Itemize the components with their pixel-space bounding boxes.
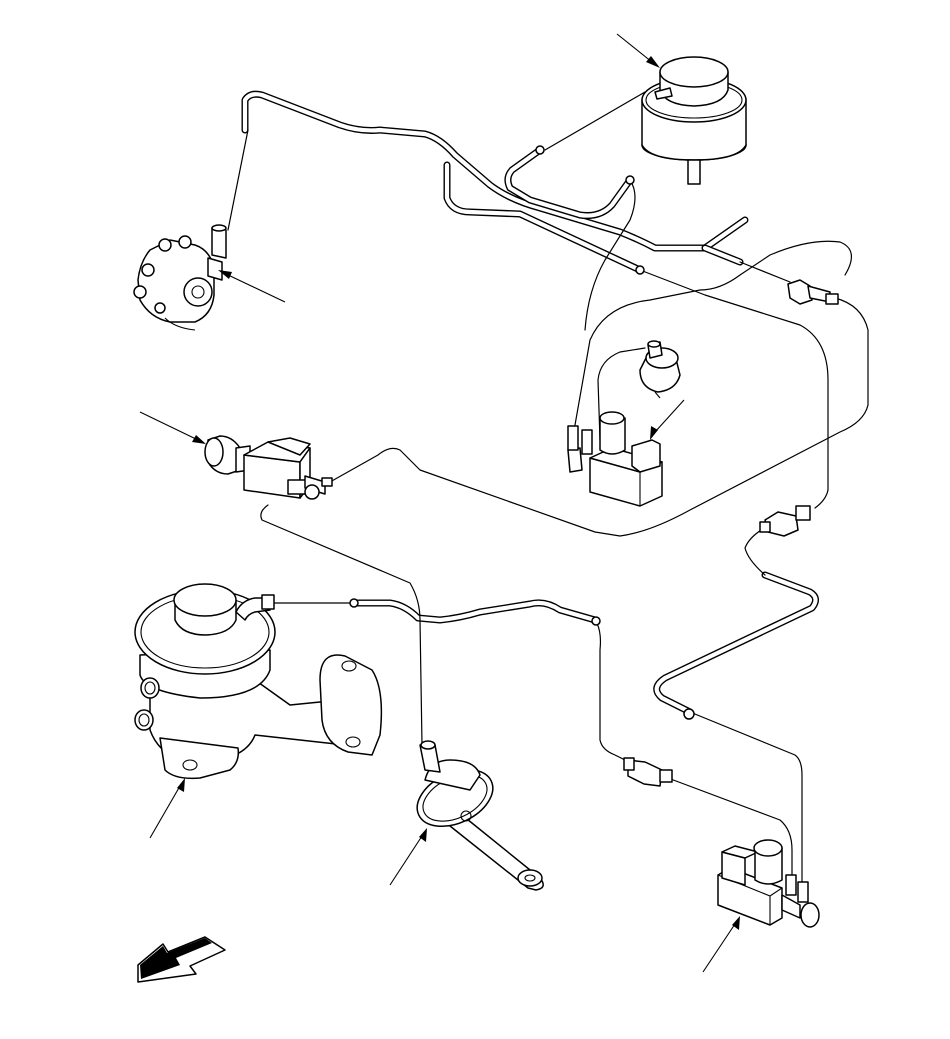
leader-upper-left-valve	[218, 270, 286, 303]
front-direction-arrow-icon	[137, 936, 226, 983]
hose-fittings	[349, 145, 839, 787]
leader-vsv-center	[650, 399, 685, 440]
leader-vsv-bottom-right	[702, 916, 740, 973]
fitting-top-right	[787, 279, 839, 305]
leader-vacuum-tank	[616, 33, 660, 68]
hose-egr-line	[351, 599, 599, 624]
vacuum-tank-icon	[641, 56, 747, 185]
hose-right-stub	[701, 216, 749, 266]
solenoid-valve-icon	[717, 839, 820, 928]
hose-upper-main	[241, 90, 709, 252]
leader-vsv-left	[139, 411, 206, 444]
hose-caps	[349, 145, 695, 720]
vacuum-hose-network	[241, 90, 819, 716]
solenoid-valve-icon	[567, 411, 663, 507]
actuator-icon	[639, 340, 681, 399]
hose-tank-branch	[504, 146, 634, 219]
egr-valve-icon	[134, 583, 383, 780]
fitting-lower-right	[623, 757, 673, 787]
diaphragm-actuator-icon	[416, 740, 544, 891]
solenoid-valve-icon	[204, 435, 333, 500]
callout-leaders	[139, 33, 740, 973]
hose-upper-branch	[443, 161, 644, 274]
hose-right-descending	[653, 571, 819, 716]
fitting-mid-right	[759, 505, 811, 537]
leader-diaphragm-actuator	[389, 828, 427, 886]
leader-egr-valve	[149, 778, 185, 839]
valve-icon	[133, 224, 227, 331]
